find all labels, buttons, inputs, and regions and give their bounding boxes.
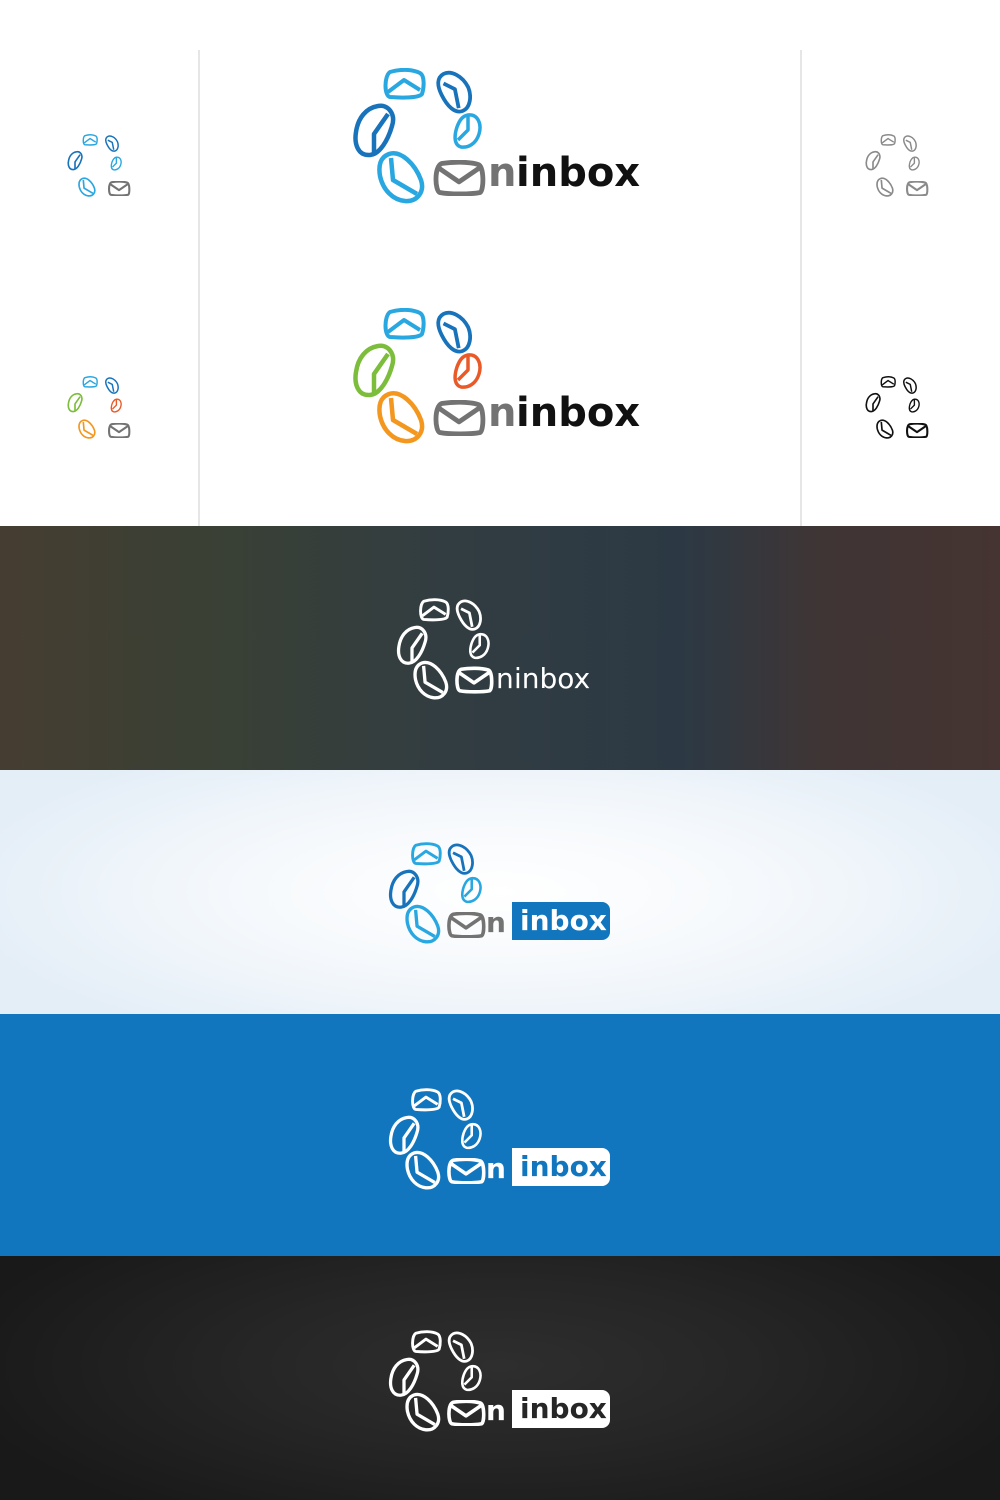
wordmark-n: n (486, 1152, 506, 1185)
black-band: n inbox (0, 1256, 1000, 1500)
light-pill-logo: n inbox (388, 840, 618, 950)
small-black-icon (864, 376, 934, 446)
blue-band: n inbox (0, 1014, 1000, 1256)
white-presentation-band: n inbox n inbox (0, 0, 1000, 526)
divider-right (800, 50, 802, 526)
black-pill-logo: n inbox (388, 1328, 618, 1438)
blue-pill-logo: n inbox (388, 1086, 618, 1196)
small-multicolor-icon (66, 376, 136, 446)
small-gray-icon (864, 134, 934, 204)
small-blue-icon (66, 134, 136, 204)
wordmark-inbox: inbox (516, 150, 641, 196)
wordmark-inbox: inbox (514, 662, 591, 695)
wordmark-inbox: inbox (520, 1150, 607, 1183)
wordmark-inbox: inbox (516, 390, 641, 436)
divider-left (198, 50, 200, 526)
wordmark-n: n (486, 906, 506, 939)
white-outline-logo: n inbox (396, 596, 616, 706)
primary-blue-logo: n inbox (352, 66, 642, 206)
wordmark-n: n (486, 1394, 506, 1427)
wordmark-inbox: inbox (520, 904, 607, 937)
wordmark-n: n (488, 390, 517, 436)
multicolor-logo: n inbox (352, 306, 642, 446)
wordmark-inbox: inbox (520, 1392, 607, 1425)
wordmark-n: n (488, 150, 517, 196)
light-gradient-band: n inbox (0, 770, 1000, 1014)
inbox-pill: inbox (512, 902, 610, 940)
wordmark-n: n (496, 662, 514, 695)
inbox-pill: inbox (512, 1390, 610, 1428)
inbox-pill: inbox (512, 1148, 610, 1186)
dark-gradient-band: n inbox (0, 526, 1000, 770)
